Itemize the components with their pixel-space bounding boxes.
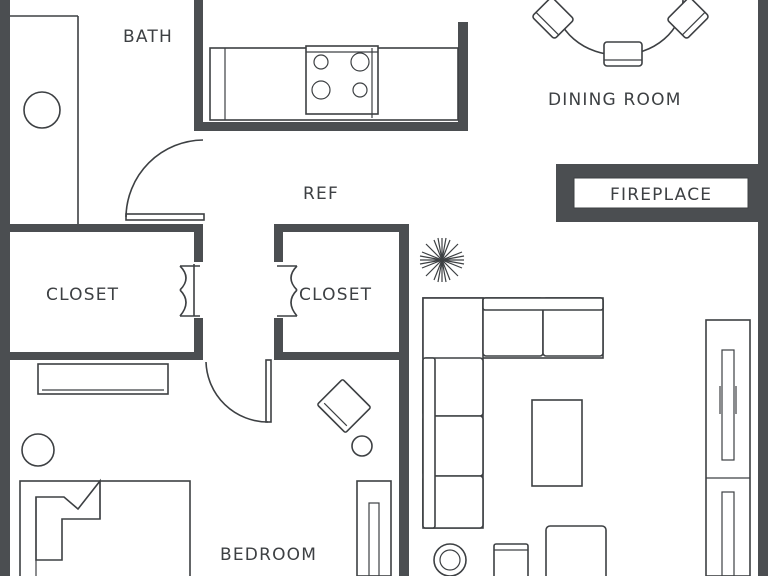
- bedroom-label: BEDROOM: [220, 545, 317, 565]
- living-wall-left: [399, 224, 409, 576]
- floor-lamp-icon: [433, 543, 467, 576]
- closet-wall-bottom-right: [274, 352, 409, 360]
- side-table-icon: [351, 435, 373, 457]
- sectional-sofa: [422, 297, 604, 529]
- closet-door-right: [277, 265, 298, 317]
- toilet-icon: [23, 91, 61, 129]
- closet-right-wall-lower: [274, 318, 283, 360]
- dining-table: [532, 0, 709, 67]
- closet-left-wall-upper: [194, 224, 203, 262]
- kitchen-wall-right: [458, 22, 468, 131]
- dining-chair-right: [667, 0, 709, 39]
- bedroom-tv-stand: [356, 480, 392, 576]
- living-side-table: [493, 543, 529, 576]
- closet-wall-top-left: [10, 224, 203, 232]
- fireplace-label: FIREPLACE: [610, 185, 712, 205]
- dresser-icon: [37, 363, 169, 395]
- bath-door: [125, 139, 205, 221]
- living-armchair: [545, 525, 607, 576]
- stove-icon: [305, 45, 379, 115]
- outer-wall-right: [758, 0, 768, 576]
- bath-wall-right: [194, 0, 203, 130]
- dining-room-label: DINING ROOM: [548, 90, 682, 110]
- bedroom-door: [205, 359, 272, 423]
- living-furniture: [419, 237, 751, 576]
- closet-right-label: CLOSET: [299, 285, 372, 305]
- closet-left-label: CLOSET: [46, 285, 119, 305]
- bath-fixtures: [10, 15, 79, 224]
- plant-icon: [419, 237, 465, 283]
- kitchen-wall-bottom: [194, 122, 468, 131]
- closet-wall-bottom-left: [10, 352, 203, 360]
- dining-chair-bottom: [603, 41, 643, 67]
- kitchen-counter: [209, 45, 459, 121]
- bedroom-furniture: [19, 363, 392, 576]
- closet-right-wall-upper: [274, 224, 283, 262]
- closet-wall-top-right: [274, 224, 409, 232]
- dining-chair-left: [532, 0, 574, 39]
- armchair-icon: [317, 379, 371, 433]
- closet-door-left: [179, 264, 200, 317]
- ref-label: REF: [303, 184, 339, 204]
- fireplace-insert: [573, 177, 749, 209]
- closet-left-wall-lower: [194, 318, 203, 360]
- bath-label: BATH: [123, 27, 173, 47]
- outer-wall-left: [0, 0, 10, 576]
- coffee-table-icon: [531, 399, 583, 487]
- bedside-lamp-icon: [21, 433, 55, 467]
- tv-console: [705, 319, 751, 576]
